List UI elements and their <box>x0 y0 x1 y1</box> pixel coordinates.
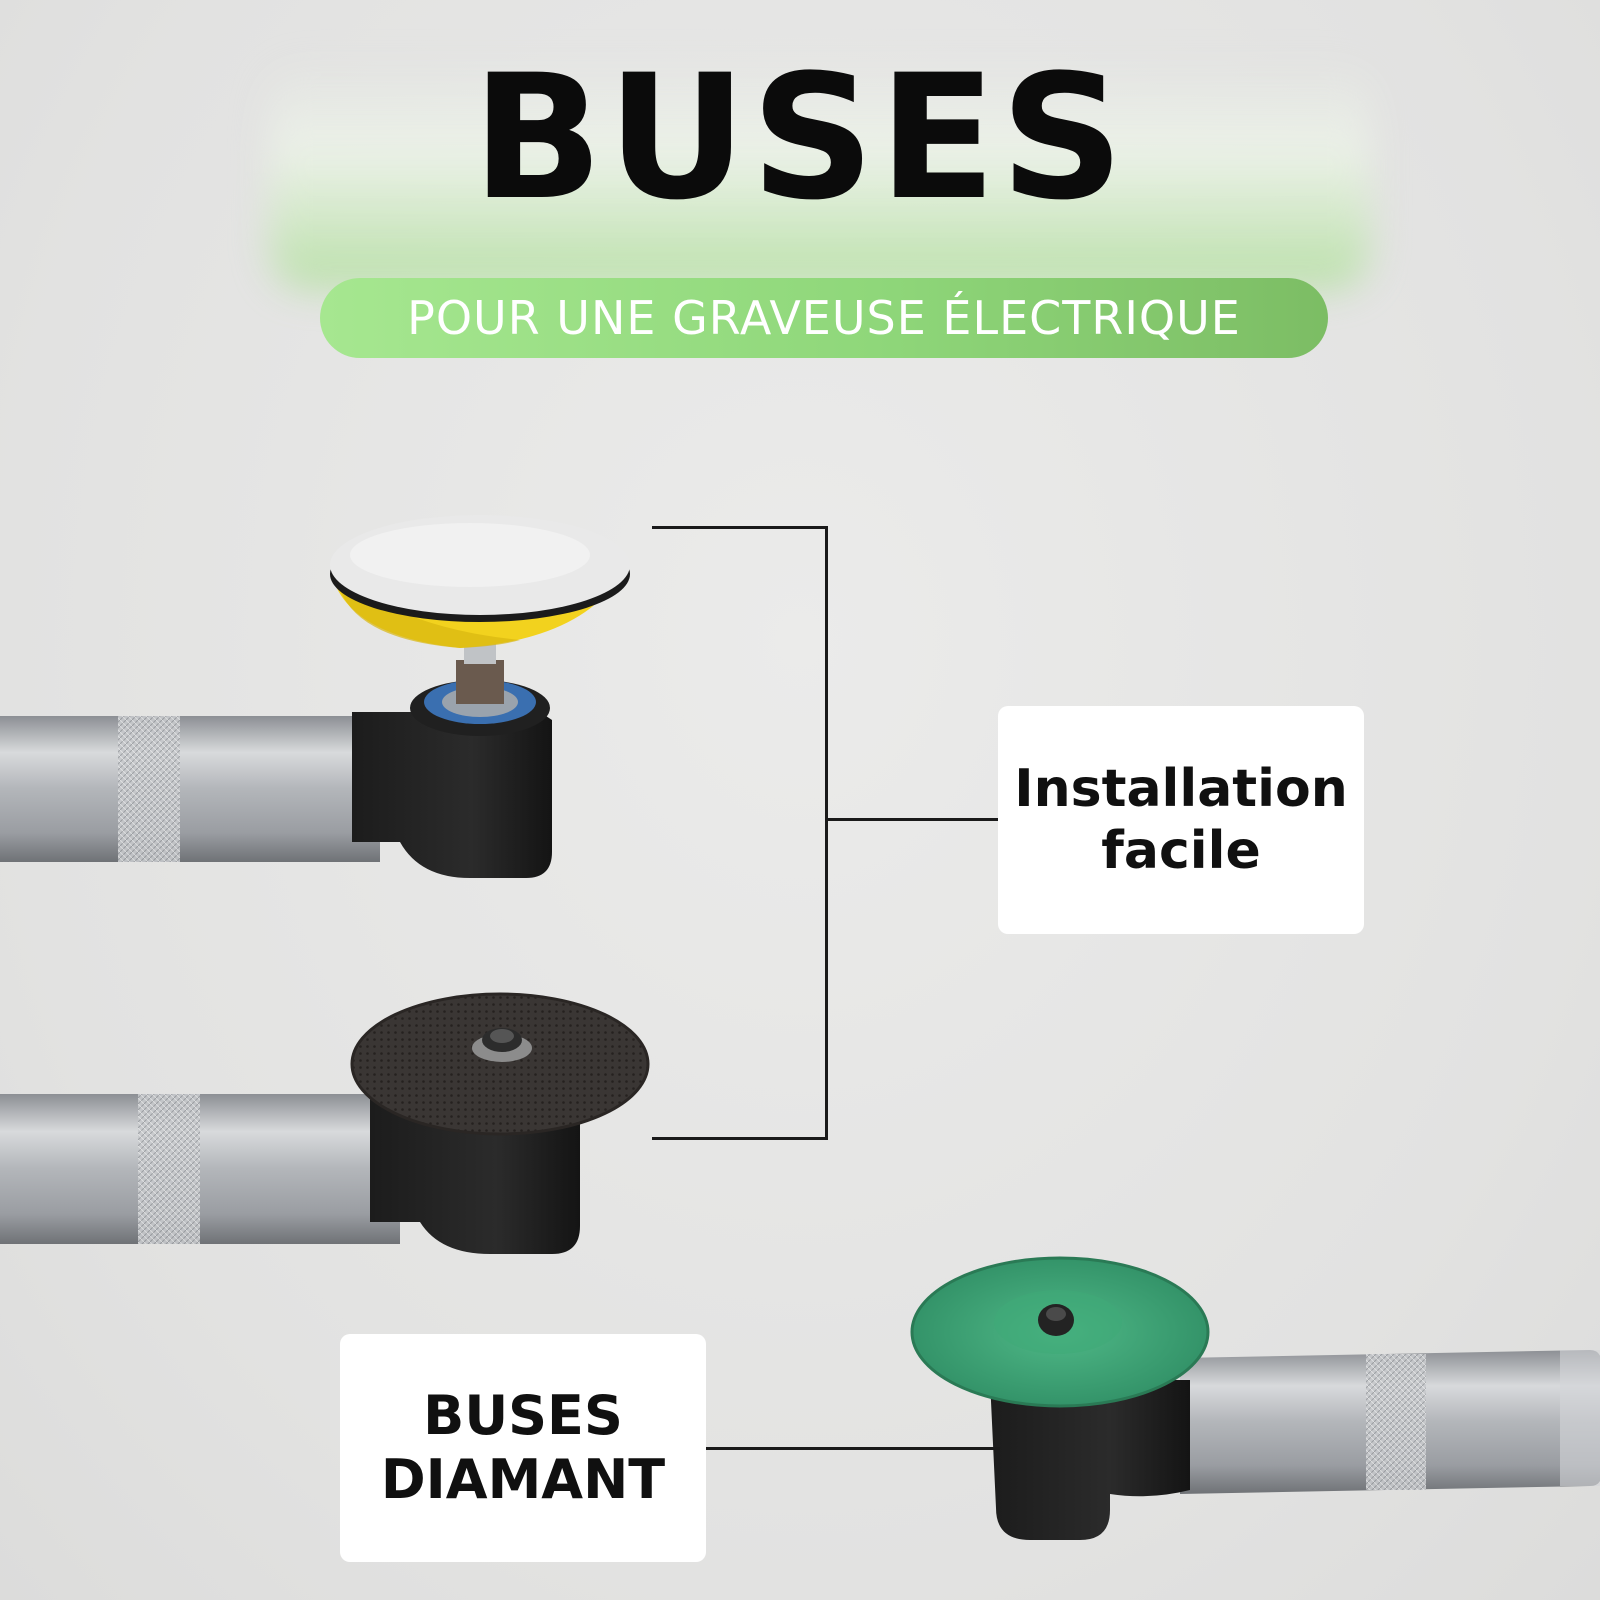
subtitle-text: POUR UNE GRAVEUSE ÉLECTRIQUE <box>407 291 1241 345</box>
connector-to-diamant <box>706 1447 1000 1450</box>
callout-installation-line1: Installation <box>1014 759 1348 819</box>
connector-to-installation <box>828 818 1000 821</box>
callout-diamant: BUSES DIAMANT <box>340 1334 706 1562</box>
page-title: BUSES <box>471 37 1128 238</box>
connector-bottom <box>652 1137 828 1140</box>
callout-installation: Installation facile <box>998 706 1364 934</box>
connector-vertical <box>825 526 828 1140</box>
diamond-disc-attachment-icon <box>910 1256 1600 1540</box>
callout-diamant-line1: BUSES <box>423 1384 623 1447</box>
cutting-disc-attachment-icon <box>0 992 650 1254</box>
callout-installation-line2: facile <box>1101 821 1261 881</box>
callout-diamant-line2: DIAMANT <box>380 1448 666 1511</box>
connector-top <box>652 526 828 529</box>
title-glow <box>270 60 1370 290</box>
sanding-pad-attachment-icon <box>0 515 630 878</box>
subtitle-banner: POUR UNE GRAVEUSE ÉLECTRIQUE <box>320 278 1328 358</box>
